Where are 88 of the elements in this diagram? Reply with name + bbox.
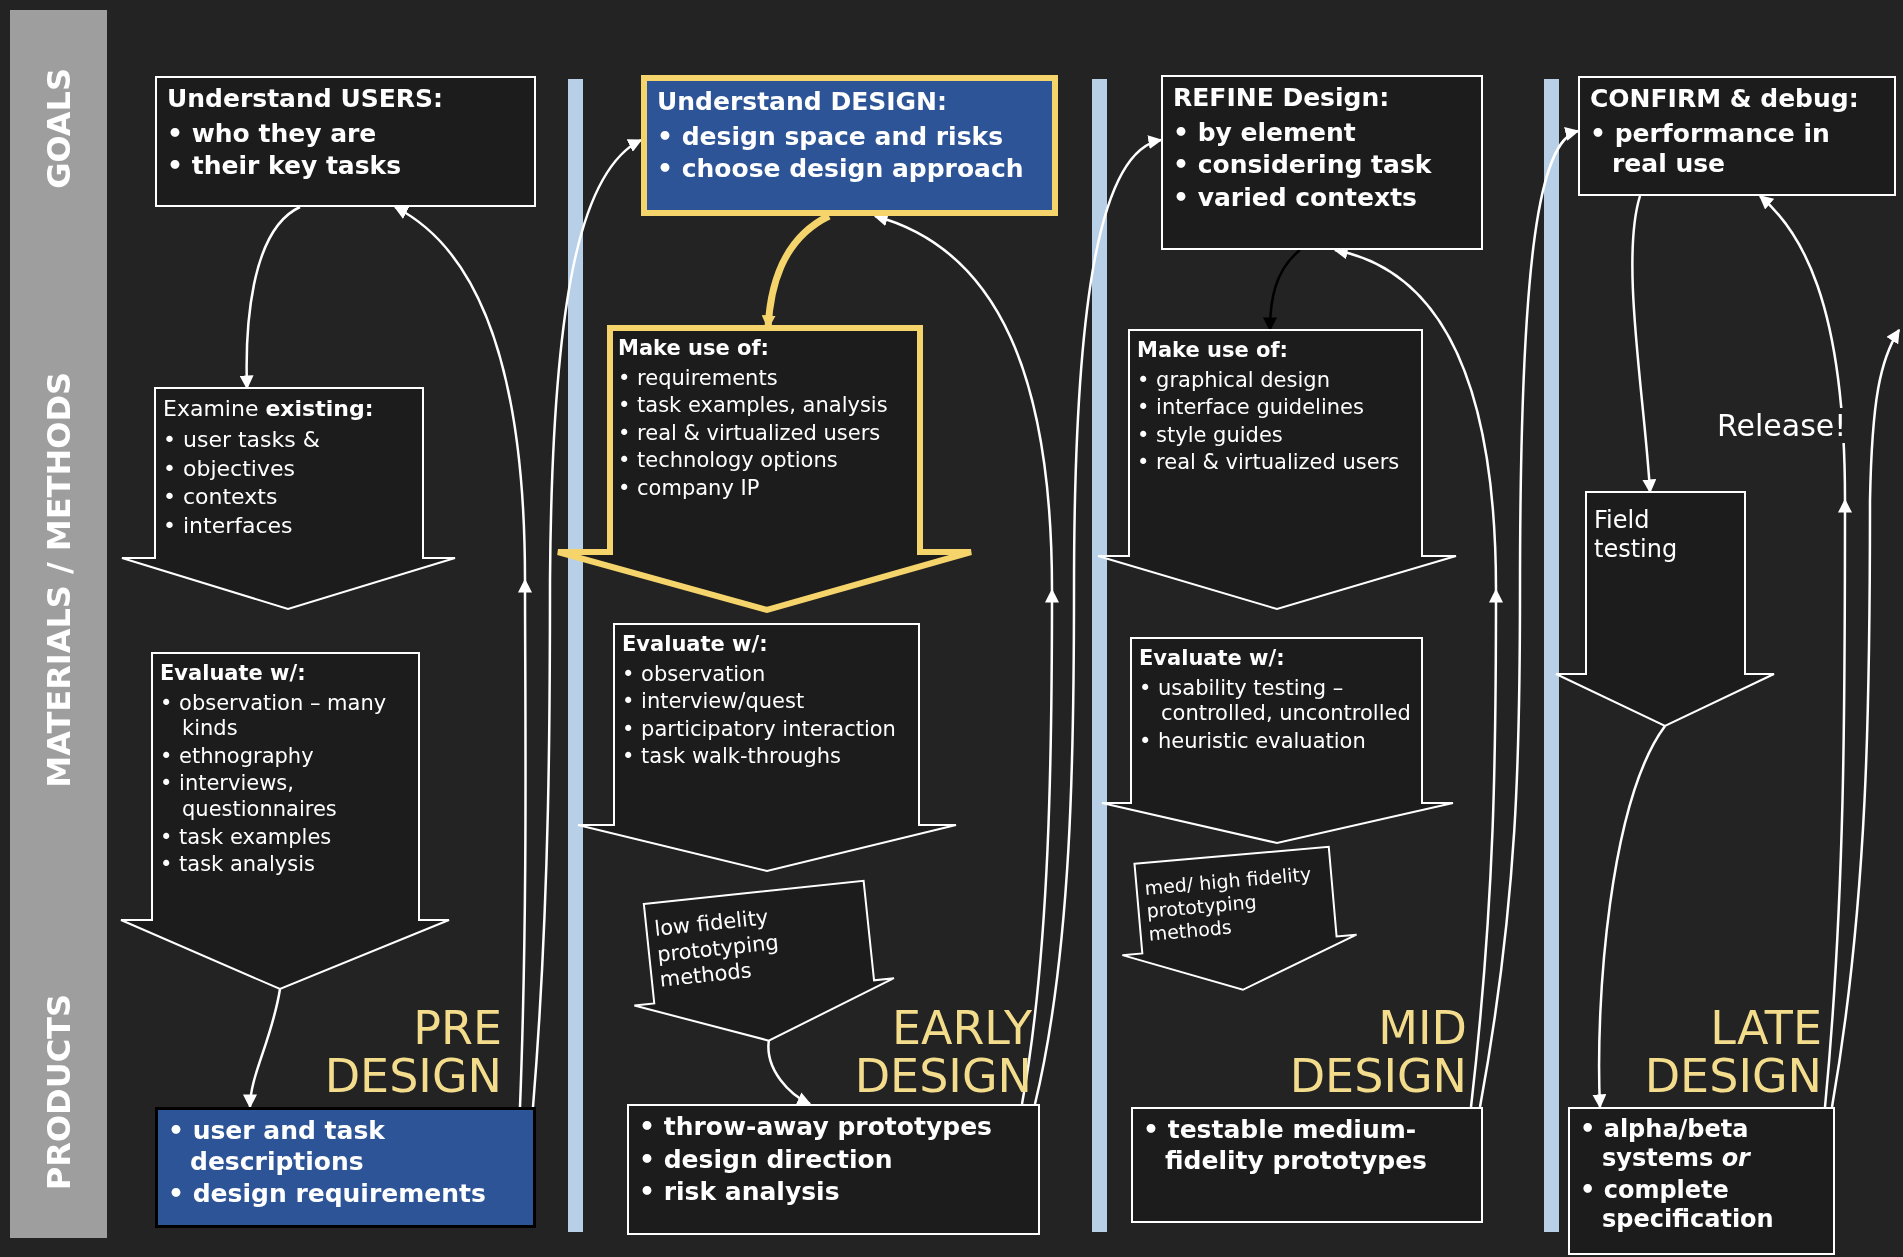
bullet-item: • risk analysis [639, 1177, 841, 1208]
arrow [1592, 725, 1667, 1109]
bullet-item: • observation – many kinds [160, 690, 388, 742]
bullet-item: • design direction [639, 1144, 894, 1175]
box-heading: Understand DESIGN: [657, 87, 948, 118]
arrow [394, 205, 532, 1108]
box-text: med/ high fidelity prototyping methods [1143, 861, 1314, 947]
bullet-item: • interfaces [163, 513, 294, 541]
box-heading: Examine existing: [163, 396, 375, 423]
bullet-item: • ethnography [160, 743, 315, 770]
bullet-item: • task examples, analysis [618, 393, 889, 419]
text-box [627, 1104, 1040, 1235]
bullet-item: • usability testing – controlled, uncontrolled [1139, 675, 1412, 727]
bullet-item: • throw-away prototypes [639, 1112, 993, 1143]
down-arrow-box [1098, 330, 1456, 609]
text-box [641, 75, 1058, 216]
text-box [155, 76, 536, 207]
arrow [531, 138, 643, 1108]
bullet-item: • task analysis [160, 852, 316, 878]
arrow [239, 205, 301, 390]
arrow [1334, 248, 1503, 1108]
box-heading: REFINE Design: [1173, 83, 1391, 114]
bullet-item: • design requirements [168, 1179, 487, 1210]
box-heading: Make use of: [618, 336, 770, 362]
stage-label: LATE DESIGN [1644, 1005, 1822, 1101]
box-heading: Evaluate w/: [160, 661, 307, 687]
bullet-item: • user tasks & [163, 426, 321, 454]
text-box [1578, 76, 1896, 196]
bullet-item: • task examples [160, 824, 333, 851]
down-arrow-box [121, 653, 449, 989]
bullet-item: • design space and risks [657, 121, 1005, 152]
bullet-item: • objectives [163, 455, 296, 483]
bullet-item: • requirements [618, 365, 779, 392]
bullet-item: • observation [622, 661, 767, 688]
bullet-item: • performance in real use [1590, 118, 1831, 180]
down-arrow-box [558, 328, 971, 610]
arrow [1631, 195, 1657, 494]
box-heading: CONFIRM & debug: [1590, 84, 1860, 115]
bullet-item: • choose design approach [657, 154, 1025, 185]
down-arrow-box [1556, 492, 1774, 726]
bullet-item: • style guides [1137, 422, 1284, 449]
box-text: low fidelity prototyping methods [653, 904, 781, 994]
box-heading: Evaluate w/: [622, 632, 769, 658]
bullet-item: • user and task descriptions [168, 1116, 386, 1177]
bullet-item: • technology options [618, 448, 839, 475]
down-arrow-box [578, 624, 956, 871]
box-heading: Evaluate w/: [1139, 646, 1286, 672]
bullet-item: • alpha/beta systems or [1580, 1115, 1752, 1174]
box-text: Field testing [1594, 506, 1679, 565]
arrow [1759, 195, 1852, 1108]
arrow [1478, 129, 1580, 1108]
bullet-item: • testable medium-fidelity prototypes [1143, 1115, 1428, 1176]
bullet-item: • heuristic evaluation [1139, 728, 1367, 755]
bullet-item: • company IP [618, 476, 761, 502]
arrow [874, 214, 1059, 1105]
text-box [1568, 1107, 1835, 1255]
arrow [1263, 249, 1301, 332]
bullet-item: • varied contexts [1173, 182, 1418, 213]
bullet-item: • real & virtualized users [618, 420, 882, 447]
bullet-item: • interface guidelines [1137, 395, 1365, 421]
stage-label: MID DESIGN [1289, 1005, 1467, 1101]
bullet-item: • considering task [1173, 150, 1433, 181]
box-heading: Understand USERS: [167, 84, 444, 115]
box-heading: Make use of: [1137, 338, 1289, 364]
bullet-item: • interviews, questionnaires [160, 771, 338, 823]
text-box [155, 1107, 536, 1228]
bullet-item: • their key tasks [167, 151, 403, 182]
arrow [767, 1040, 812, 1106]
bullet-item: • who they are [167, 118, 378, 149]
arrow [1033, 137, 1163, 1105]
row-label: MATERIALS / METHODS [40, 372, 78, 788]
bullet-item: • complete specification [1580, 1175, 1775, 1235]
arrow [1830, 328, 1901, 1108]
bullet-item: • by element [1173, 117, 1357, 148]
bullet-item: • interview/quest [622, 689, 806, 715]
arrow [243, 988, 282, 1109]
bullet-item: • graphical design [1137, 367, 1331, 394]
bullet-item: • task walk-throughs [622, 744, 842, 771]
bullet-item: • real & virtualized users [1137, 450, 1401, 477]
down-arrow-box [1102, 638, 1453, 843]
stage-label: PRE DESIGN [324, 1005, 502, 1101]
down-arrow-box [122, 388, 455, 609]
bullet-item: • contexts [163, 484, 279, 512]
bullet-item: • participatory interaction [622, 716, 897, 743]
text-box [1161, 75, 1483, 250]
row-label: GOALS [40, 67, 78, 189]
row-label: PRODUCTS [40, 994, 78, 1191]
text-box [1131, 1107, 1483, 1223]
